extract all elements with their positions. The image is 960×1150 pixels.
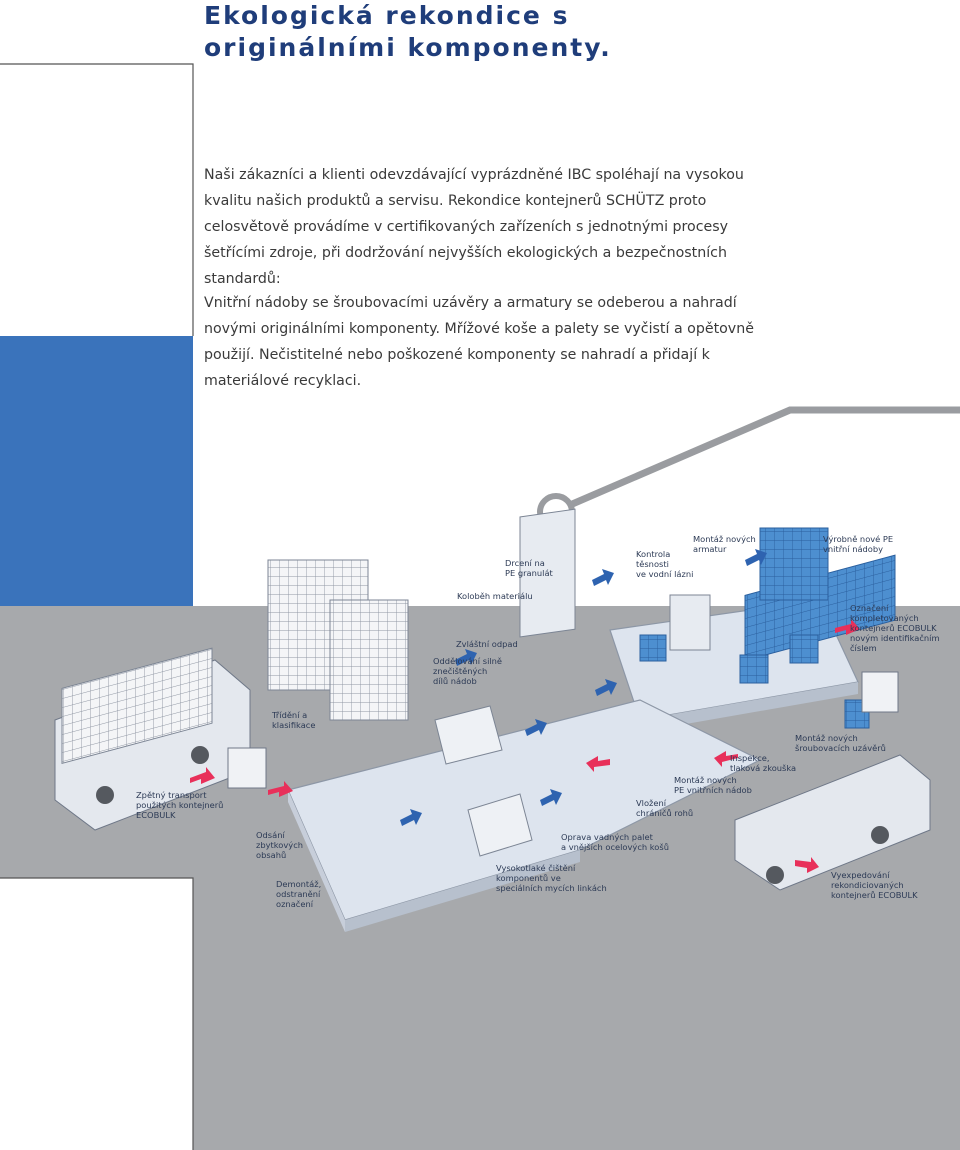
- truck-return: [54, 647, 251, 831]
- label-line: obsahů: [256, 850, 286, 860]
- label-line: Montáž nových: [693, 534, 756, 544]
- label-line: dílů nádob: [433, 676, 477, 686]
- label-line: Kontrola: [636, 549, 670, 559]
- used-ibc-stack-left: [267, 559, 409, 721]
- label-line: PE granulát: [505, 568, 554, 578]
- label-line: Koloběh materiálu: [457, 591, 533, 601]
- process-paragraph: Vnitřní nádoby se šroubovacími uzávěry a…: [204, 295, 754, 389]
- blue-arrow-3: [595, 679, 617, 696]
- label-line: Zvláštní odpad: [456, 639, 518, 649]
- label-line: armatur: [693, 544, 727, 554]
- label-line: vnitřní nádoby: [823, 544, 883, 554]
- label-line: kontejnerů ECOBULK: [850, 623, 937, 633]
- label-line: Oddělování silně: [433, 656, 502, 666]
- blue-arrow-5: [745, 549, 767, 566]
- connector-line: [537, 406, 960, 531]
- blue-arrow-2: [525, 719, 547, 736]
- label-zvlastni-odpad: Zvláštní odpad: [456, 639, 518, 649]
- label-line: Odsání: [256, 830, 285, 840]
- bottom-left-white-panel: [0, 878, 193, 1150]
- label-line: Vysokotlaké čištění: [496, 863, 576, 873]
- new-pe-containers: [759, 527, 829, 601]
- label-line: kompletovaných: [850, 613, 919, 623]
- left-frame: [0, 63, 194, 606]
- title-line-1: Ekologická rekondice s: [204, 1, 570, 30]
- label-line: Označení: [850, 603, 889, 613]
- blue-arrow-7: [540, 789, 562, 806]
- label-line: Montáž nových: [795, 733, 858, 743]
- label-line: Vyexpedování: [831, 870, 890, 880]
- label-line: chráničů rohů: [636, 808, 693, 818]
- red-arrow-5: [835, 619, 860, 635]
- label-line: novým identifikačním: [850, 633, 940, 643]
- forklifts: [227, 671, 899, 789]
- red-arrow-4: [714, 751, 738, 767]
- label-line: použitých kontejnerů: [136, 800, 223, 810]
- label-kolobeh: Koloběh materiálu: [457, 591, 533, 601]
- label-line: Oprava vadných palet: [561, 832, 654, 842]
- label-line: číslem: [850, 643, 877, 653]
- title-line-2: originálními komponenty.: [204, 33, 612, 62]
- flow-arrows: [190, 549, 860, 873]
- truck-dispatch: [734, 554, 931, 891]
- red-arrow-2: [268, 781, 293, 797]
- label-line: ECOBULK: [136, 810, 176, 820]
- label-line: Demontáž,: [276, 879, 321, 889]
- label-line: a vnějších ocelových košů: [561, 842, 669, 852]
- red-arrow-3: [586, 756, 610, 772]
- label-line: rekondiciovaných: [831, 880, 904, 890]
- label-line: znečištěných: [433, 666, 487, 676]
- red-arrow-1: [190, 767, 215, 784]
- blue-arrow-6: [400, 809, 422, 826]
- label-line: označení: [276, 899, 314, 909]
- label-line: ve vodní lázni: [636, 569, 693, 579]
- page-title: Ekologická rekondice s originálními komp…: [204, 0, 904, 64]
- reconditioned-ibcs: [639, 634, 870, 729]
- blue-panel: [0, 336, 193, 606]
- label-line: komponentů ve: [496, 873, 561, 883]
- label-line: Zpětný transport: [136, 790, 207, 800]
- washing-equipment: [434, 508, 711, 857]
- label-line: klasifikace: [272, 720, 315, 730]
- label-line: Inspekce,: [730, 753, 770, 763]
- blue-arrow-1: [455, 649, 477, 666]
- label-line: Montáž nových: [674, 775, 737, 785]
- label-line: těsnosti: [636, 559, 669, 569]
- label-line: Třídění a: [271, 710, 307, 720]
- label-line: šroubovacích uzávěrů: [795, 743, 886, 753]
- label-line: Výrobně nové PE: [823, 534, 893, 544]
- label-line: speciálních mycích linkách: [496, 883, 607, 893]
- label-line: Drcení na: [505, 558, 545, 568]
- label-line: odstranění: [276, 889, 321, 899]
- blue-arrow-4: [592, 569, 614, 586]
- label-line: kontejnerů ECOBULK: [831, 890, 918, 900]
- label-line: zbytkových: [256, 840, 303, 850]
- red-arrow-6: [795, 857, 819, 873]
- label-line: tlaková zkouška: [730, 763, 796, 773]
- label-line: Vložení: [636, 798, 667, 808]
- label-inspekce: Inspekce,tlaková zkouška: [730, 753, 796, 773]
- intro-paragraph: Naši zákazníci a klienti odevzdávající v…: [204, 167, 744, 287]
- label-line: PE vnitřních nádob: [674, 785, 752, 795]
